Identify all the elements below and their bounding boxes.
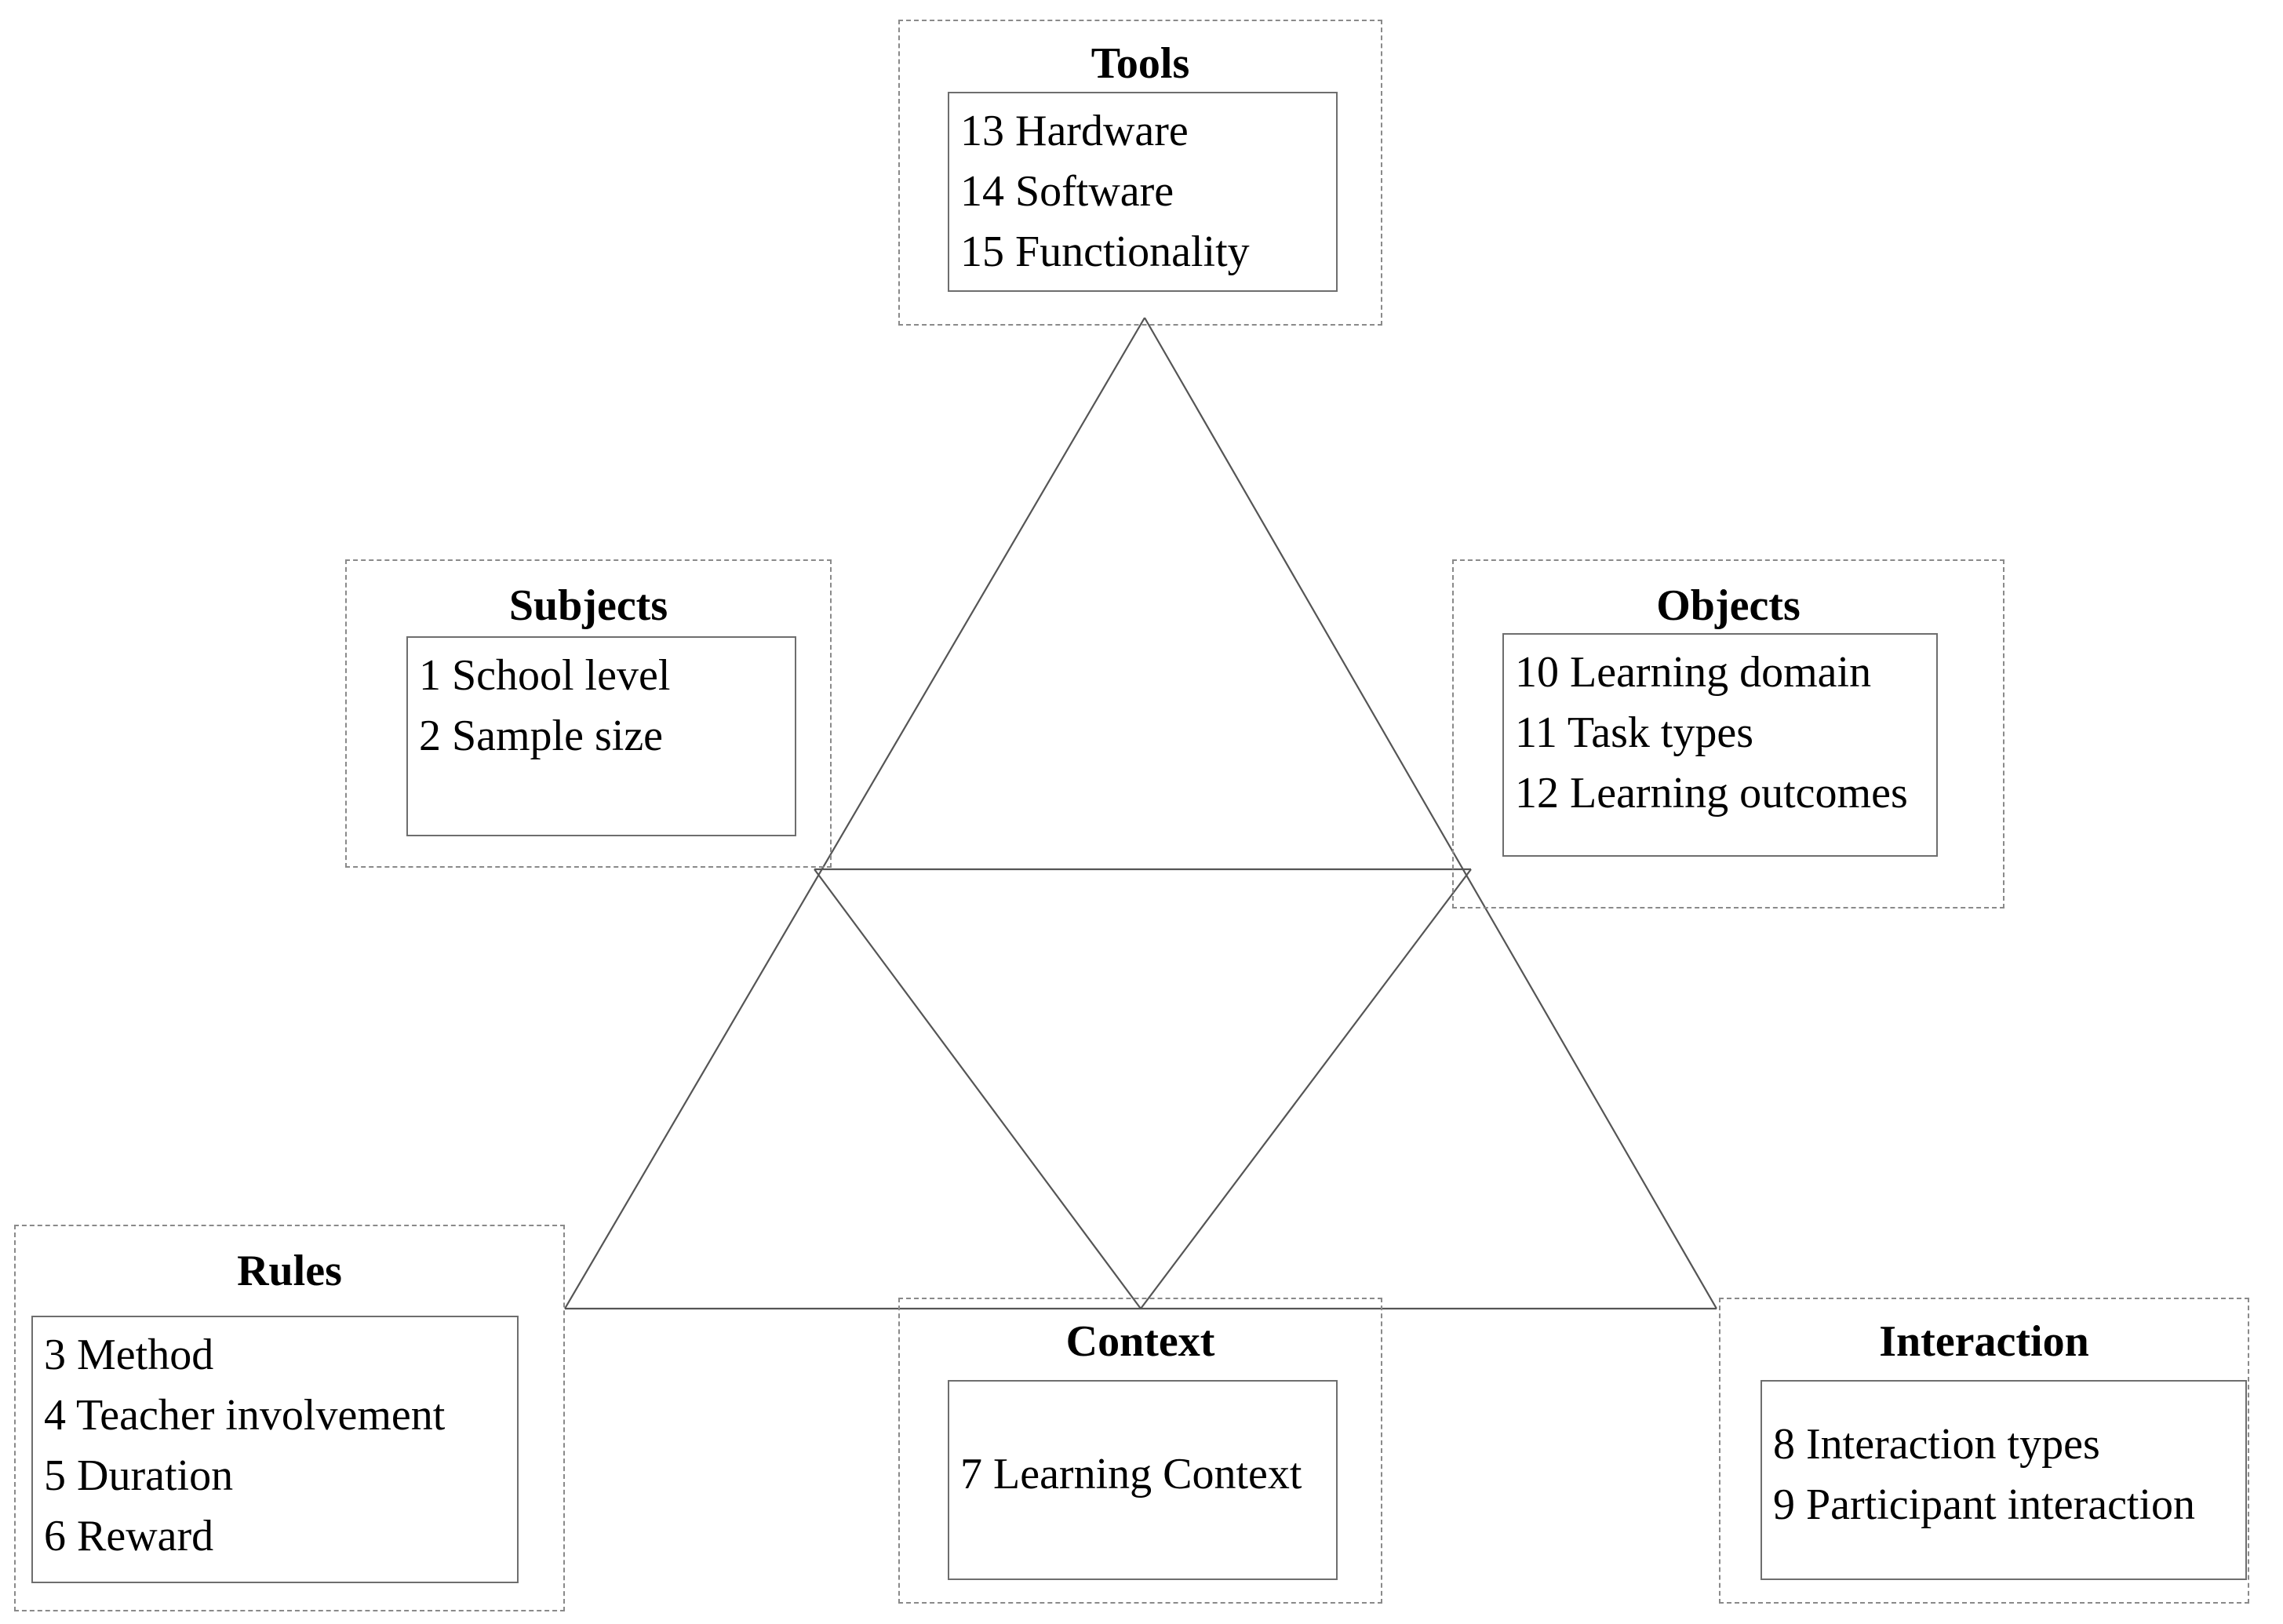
list-item: 1 School level (419, 651, 671, 700)
group-title-subjects: Subjects (508, 581, 668, 630)
objects-items-box: 10 Learning domain 11 Task types 12 Lear… (1502, 633, 1938, 857)
group-rules: Rules 3 Method 4 Teacher involvement 5 D… (14, 1225, 565, 1611)
list-item: 4 Teacher involvement (44, 1391, 446, 1440)
line-tools-rules (564, 317, 1145, 1309)
group-title-interaction: Interaction (1879, 1317, 2089, 1366)
group-title-tools: Tools (1091, 39, 1190, 88)
subjects-items-box: 1 School level 2 Sample size (406, 636, 796, 836)
group-interaction: Interaction 8 Interaction types 9 Partic… (1719, 1298, 2249, 1604)
list-item: 11 Task types (1515, 708, 1754, 757)
context-items-box: 7 Learning Context (948, 1380, 1338, 1580)
line-objects-context (1140, 868, 1472, 1309)
group-objects: Objects 10 Learning domain 11 Task types… (1452, 559, 2004, 908)
group-title-context: Context (1065, 1317, 1215, 1366)
group-tools: Tools 13 Hardware 14 Software 15 Functio… (898, 20, 1382, 326)
list-item: 14 Software (960, 167, 1174, 216)
list-item: 10 Learning domain (1515, 648, 1872, 697)
group-title-rules: Rules (237, 1247, 342, 1295)
list-item: 12 Learning outcomes (1515, 769, 1908, 817)
list-item: 2 Sample size (419, 712, 664, 760)
list-item: 7 Learning Context (960, 1450, 1302, 1498)
list-item: 5 Duration (44, 1451, 234, 1500)
list-item: 13 Hardware (960, 107, 1189, 155)
tools-items-box: 13 Hardware 14 Software 15 Functionality (948, 92, 1338, 292)
group-title-objects: Objects (1656, 581, 1801, 630)
group-context: Context 7 Learning Context (898, 1298, 1382, 1604)
group-subjects: Subjects 1 School level 2 Sample size (345, 559, 832, 868)
list-item: 3 Method (44, 1331, 214, 1379)
list-item: 6 Reward (44, 1512, 214, 1560)
line-tools-interaction (1144, 317, 1717, 1309)
interaction-items-box: 8 Interaction types 9 Participant intera… (1760, 1380, 2247, 1580)
list-item: 8 Interaction types (1773, 1420, 2100, 1469)
rules-items-box: 3 Method 4 Teacher involvement 5 Duratio… (31, 1316, 519, 1583)
list-item: 9 Participant interaction (1773, 1480, 2196, 1529)
line-subjects-context (814, 868, 1142, 1309)
list-item: 15 Functionality (960, 228, 1250, 276)
